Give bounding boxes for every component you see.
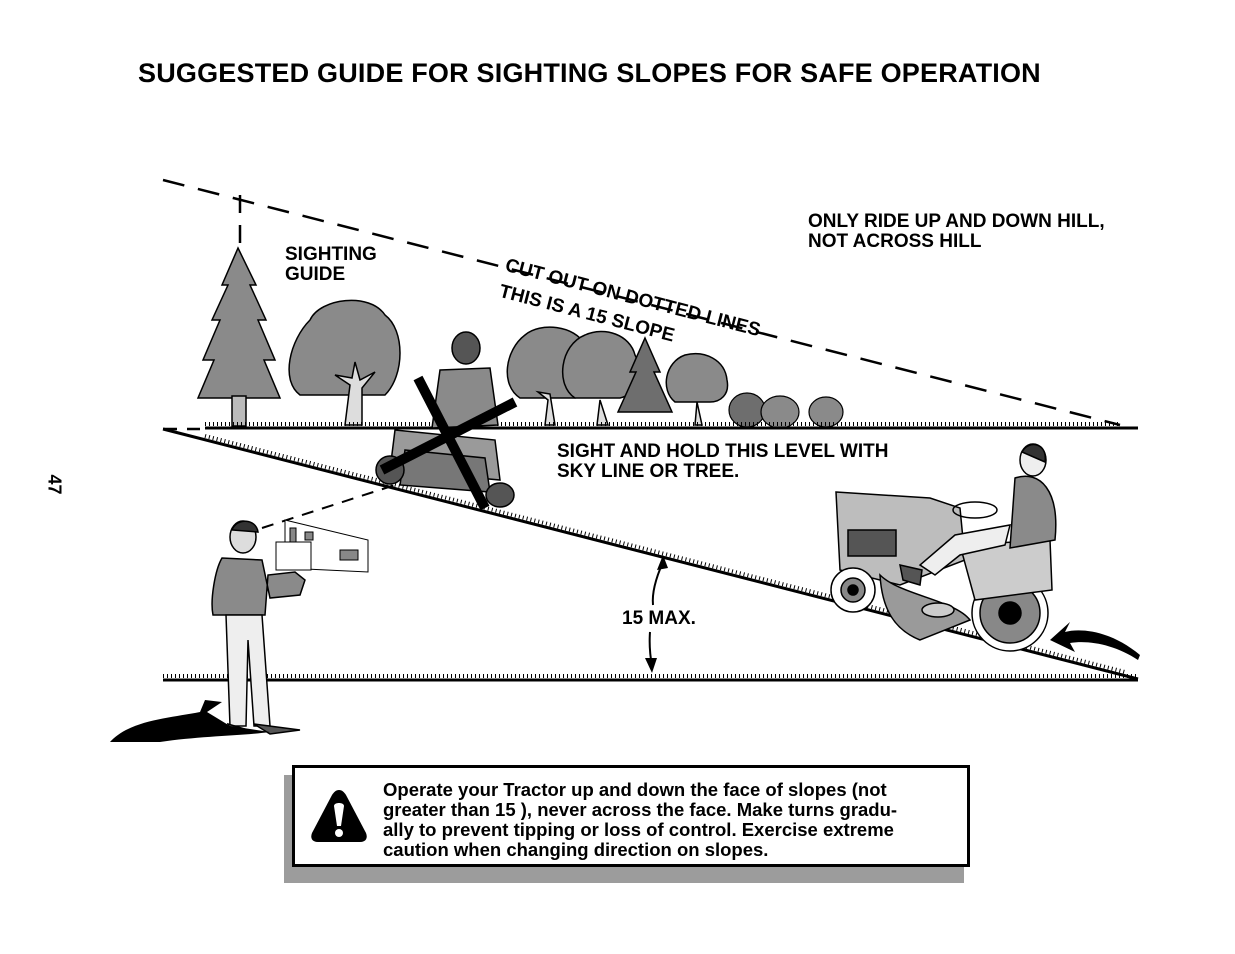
warning-line-1: Operate your Tractor up and down the fac…: [383, 779, 887, 800]
correct-tractor: [830, 443, 1057, 652]
cross-out-line-1: [413, 375, 490, 511]
sight-hold-label-2: SKY LINE OR TREE.: [557, 461, 740, 482]
sighting-guide-label-2: GUIDE: [285, 264, 346, 285]
round-tree-1: [288, 299, 401, 426]
cross-out-line-2: [379, 397, 518, 475]
ride-direction-label-1: ONLY RIDE UP AND DOWN HILL,: [808, 211, 1105, 232]
bush-row: [728, 392, 844, 429]
mini-sighting-guide: [275, 519, 369, 573]
page-title: SUGGESTED GUIDE FOR SIGHTING SLOPES FOR …: [138, 58, 1041, 88]
dashed-eye-line: [261, 484, 396, 529]
max-angle-label: 15 MAX.: [622, 608, 696, 629]
page-number: 47: [44, 474, 65, 495]
warning-box: Operate your Tractor up and down the fac…: [292, 765, 970, 867]
ride-direction-label-2: NOT ACROSS HILL: [808, 231, 982, 252]
round-tree-3: [561, 330, 640, 426]
sight-hold-label-1: SIGHT AND HOLD THIS LEVEL WITH: [557, 441, 889, 462]
dashed-sight-line-top: [162, 178, 1121, 427]
round-tree-4: [665, 353, 729, 426]
warning-line-4: caution when changing direction on slope…: [383, 839, 769, 860]
person-shadow: [110, 700, 270, 742]
slope-line: [162, 427, 1139, 681]
sighting-guide-label-1: SIGHTING: [285, 244, 377, 265]
warning-line-2: greater than 15 ), never across the face…: [383, 799, 898, 820]
warning-triangle-icon: [311, 790, 367, 842]
warning-line-3: ally to prevent tipping or loss of contr…: [383, 819, 894, 840]
direction-arrow-icon: [1050, 622, 1140, 660]
person-sighting: [211, 520, 306, 735]
warning-text: Operate your Tractor up and down the fac…: [383, 780, 963, 860]
pine-tree-tall: [196, 246, 282, 427]
pine-tree-small: [616, 336, 674, 413]
